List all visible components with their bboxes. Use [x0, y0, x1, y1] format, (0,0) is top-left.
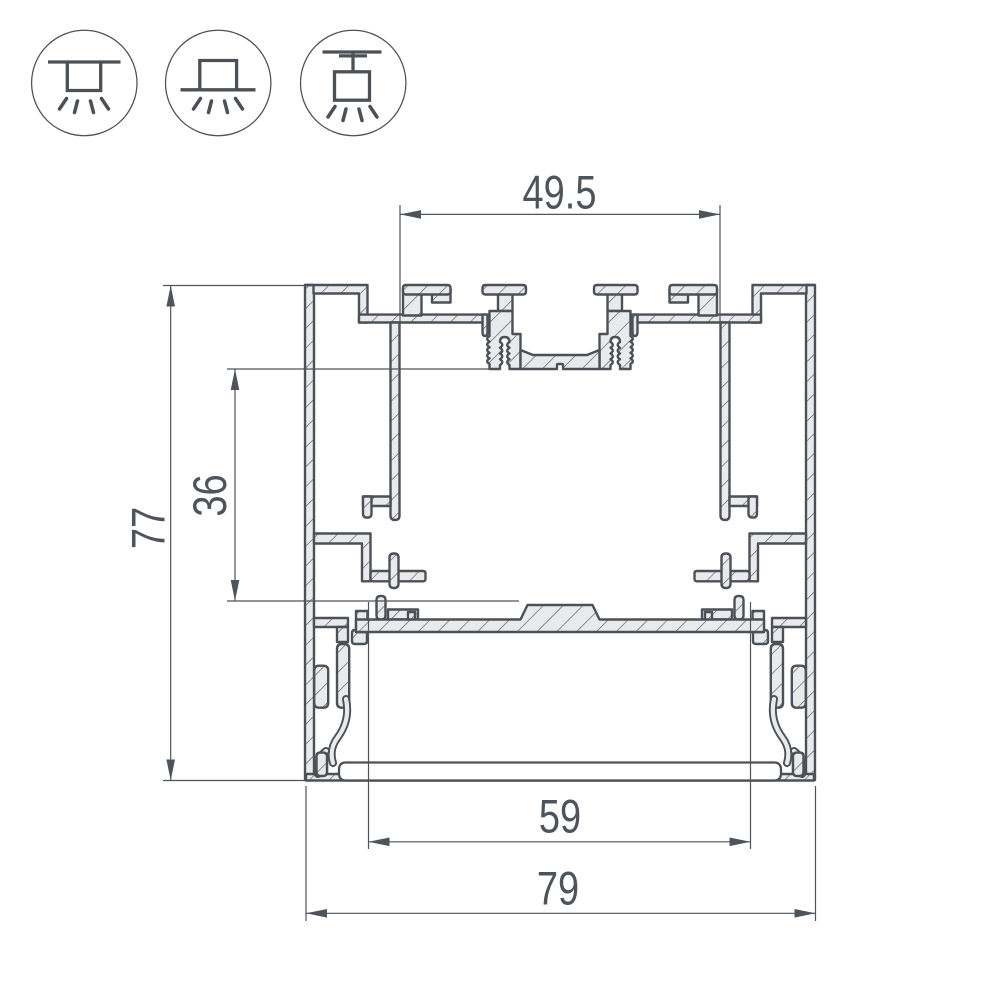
svg-text:77: 77 [123, 507, 176, 549]
svg-text:79: 79 [537, 862, 579, 915]
svg-text:36: 36 [184, 474, 237, 516]
svg-text:49.5: 49.5 [523, 166, 597, 219]
svg-text:59: 59 [539, 791, 581, 844]
